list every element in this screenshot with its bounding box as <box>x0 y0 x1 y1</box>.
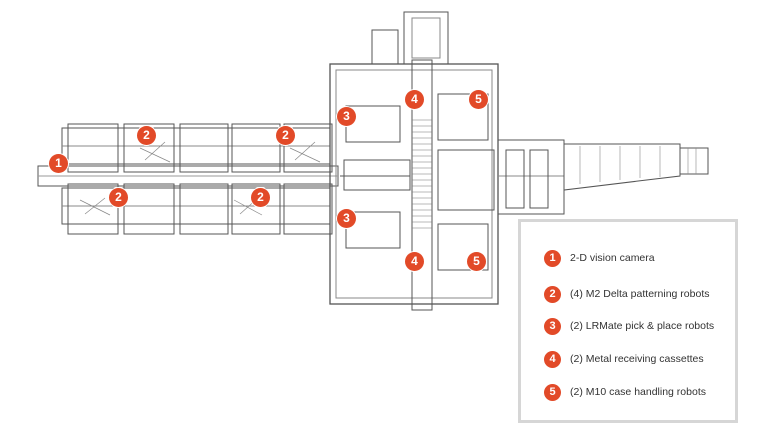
vertical-conveyor <box>411 59 433 311</box>
legend-item: 3 (2) LRMate pick & place robots <box>544 317 714 335</box>
marker-m10-robot: 5 <box>469 90 488 109</box>
legend-item: 2 (4) M2 Delta patterning robots <box>544 285 709 303</box>
legend-label: (2) LRMate pick & place robots <box>570 320 715 332</box>
marker-delta-robot: 2 <box>109 188 128 207</box>
legend-number: 4 <box>544 350 561 368</box>
legend-item: 4 (2) Metal receiving cassettes <box>544 350 704 368</box>
legend-label: (4) M2 Delta patterning robots <box>570 288 710 300</box>
marker-receiving-cassette: 4 <box>405 90 424 109</box>
legend-item: 5 (2) M10 case handling robots <box>544 383 706 401</box>
legend-box: 1 2-D vision camera 2 (4) M2 Delta patte… <box>518 219 738 423</box>
marker-lrmate-robot: 3 <box>337 209 356 228</box>
marker-delta-robot: 2 <box>137 126 156 145</box>
marker-vision-camera: 1 <box>49 154 68 173</box>
marker-delta-robot: 2 <box>276 126 295 145</box>
legend-number: 1 <box>544 249 561 267</box>
marker-m10-robot: 5 <box>467 252 486 271</box>
marker-delta-robot: 2 <box>251 188 270 207</box>
legend-number: 5 <box>544 383 561 401</box>
legend-item: 1 2-D vision camera <box>544 249 655 267</box>
marker-receiving-cassette: 4 <box>405 252 424 271</box>
legend-number: 2 <box>544 285 561 303</box>
legend-label: (2) Metal receiving cassettes <box>570 353 704 365</box>
top-left-unit <box>371 29 399 65</box>
marker-lrmate-robot: 3 <box>337 107 356 126</box>
robot-cells-lower <box>67 183 333 235</box>
robot-cells-upper <box>67 123 333 173</box>
legend-label: (2) M10 case handling robots <box>570 386 706 398</box>
top-stacker <box>403 11 449 65</box>
legend-number: 3 <box>544 317 561 335</box>
outfeed-conveyor <box>497 139 709 215</box>
legend-label: 2-D vision camera <box>570 252 655 264</box>
infeed-conveyor-lower <box>61 187 331 225</box>
